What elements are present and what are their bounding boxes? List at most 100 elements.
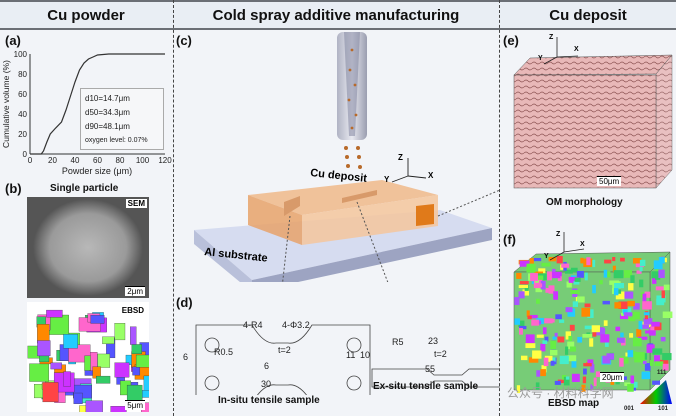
grain — [587, 359, 594, 366]
y-tick-label: 100 — [14, 50, 28, 59]
grain — [567, 341, 575, 350]
grain — [569, 324, 575, 331]
grain — [627, 300, 635, 307]
x-tick-label: 100 — [136, 156, 150, 165]
grain — [565, 331, 571, 340]
grain — [131, 344, 142, 355]
f-axis-y: Y — [544, 253, 549, 260]
grain — [655, 267, 661, 272]
axes-icon — [391, 158, 427, 183]
dim-t2-exsitu: t=2 — [434, 349, 447, 359]
grain — [135, 354, 157, 368]
grain — [528, 273, 532, 281]
grain — [628, 283, 634, 291]
divider-right — [499, 0, 500, 416]
header-cu-powder: Cu powder — [0, 0, 172, 30]
grain — [97, 353, 111, 368]
grain — [567, 308, 576, 317]
tensile-drawings — [195, 324, 500, 395]
grain — [612, 257, 616, 262]
grain — [586, 257, 591, 266]
header-cu-deposit: Cu deposit — [500, 0, 676, 30]
grain — [643, 318, 653, 325]
grain — [628, 317, 636, 322]
grain — [559, 355, 569, 365]
pointer-to-insitu — [282, 215, 291, 282]
grain — [547, 271, 552, 281]
grain — [583, 363, 592, 367]
pointer-to-exsitu — [356, 201, 389, 282]
d10-text: d10=14.7μm — [85, 94, 130, 103]
grain — [663, 284, 670, 291]
grain — [603, 320, 608, 326]
grain — [557, 276, 562, 282]
grain — [519, 281, 529, 285]
grain — [542, 340, 548, 344]
grain — [614, 283, 625, 289]
grain — [576, 270, 584, 278]
grain — [565, 346, 569, 355]
grain — [655, 286, 665, 291]
grain — [557, 379, 567, 384]
grain — [542, 327, 547, 335]
grain — [627, 384, 634, 392]
ipf-triangle — [640, 380, 672, 404]
panel-label-e: (e) — [503, 33, 519, 48]
grain — [587, 309, 594, 318]
grain — [565, 376, 570, 380]
grain — [555, 314, 562, 320]
y-tick-label: 60 — [18, 90, 27, 99]
grain — [592, 285, 596, 294]
cu-deposit-front — [302, 195, 438, 245]
grain — [609, 280, 620, 285]
grain — [568, 335, 573, 341]
om-cube-front — [513, 74, 657, 189]
ebsd-label: EBSD — [120, 306, 145, 315]
grain — [46, 309, 63, 318]
grain — [29, 363, 49, 382]
grain — [582, 376, 587, 384]
grain — [566, 281, 572, 288]
ebsd-grains — [27, 309, 164, 416]
grain — [630, 381, 638, 388]
grain — [646, 344, 655, 353]
grain — [522, 289, 529, 296]
e-axis-z: Z — [549, 34, 554, 41]
y-tick-label: 20 — [18, 130, 27, 139]
grain — [581, 307, 591, 317]
grain — [50, 362, 62, 370]
grain — [653, 260, 663, 270]
grain — [630, 275, 635, 283]
grain — [629, 333, 634, 338]
grain — [102, 336, 115, 345]
grain — [544, 355, 553, 362]
grain — [603, 269, 608, 278]
grain — [643, 312, 650, 316]
grain — [632, 258, 642, 264]
grain — [37, 324, 50, 344]
grain — [548, 285, 555, 294]
exsitu-sample-outline — [342, 190, 377, 203]
f-axis-x: X — [580, 241, 585, 248]
grain — [114, 362, 130, 378]
om-scale-bar: 50μm — [597, 176, 622, 186]
grain — [655, 275, 661, 280]
grain — [620, 356, 629, 364]
grain — [73, 392, 83, 404]
grain — [658, 257, 665, 264]
sem-scale-bar: 2μm — [125, 286, 145, 296]
grain — [617, 337, 625, 343]
grain — [652, 277, 657, 284]
grain — [592, 331, 597, 337]
grain — [557, 336, 565, 343]
grain — [656, 298, 665, 306]
axis-x: X — [428, 171, 434, 180]
grain — [532, 350, 542, 359]
grain — [604, 259, 612, 264]
grain — [96, 375, 111, 384]
grain — [663, 257, 667, 263]
grain — [639, 259, 646, 266]
grain — [535, 287, 543, 293]
ipf-001: 001 — [624, 406, 635, 412]
cu-particles — [344, 48, 362, 169]
